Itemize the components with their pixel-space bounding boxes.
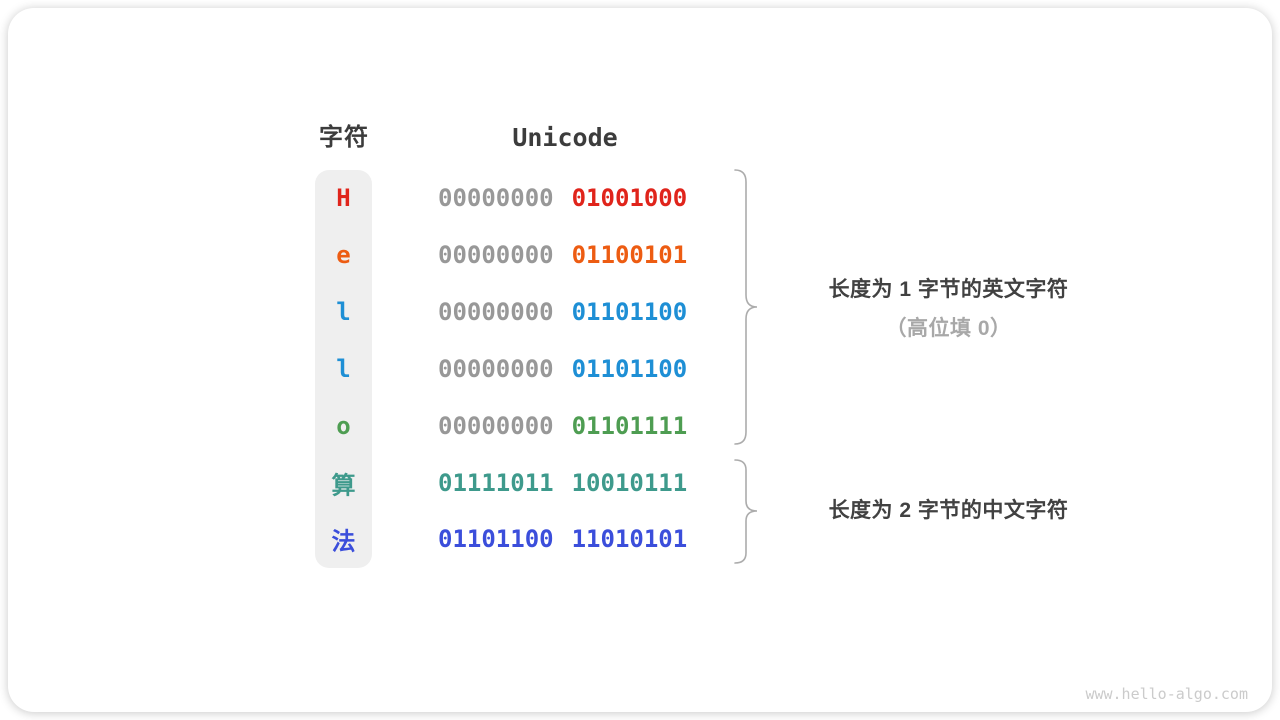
table-row: o 00000000 01101111 — [8, 397, 1272, 454]
unicode-binary: 00000000 01101100 — [438, 298, 687, 326]
byte-high: 00000000 — [438, 298, 554, 327]
watermark: www.hello-algo.com — [1085, 685, 1248, 703]
character-cell: 法 — [331, 527, 356, 556]
byte-high: 01111011 — [438, 468, 554, 497]
unicode-binary: 01111011 10010111 — [438, 469, 687, 497]
brace-chinese-group-icon — [734, 459, 758, 564]
character-cell: l — [336, 298, 351, 327]
byte-low: 11010101 — [571, 525, 688, 554]
unicode-binary: 00000000 01101100 — [438, 355, 687, 383]
byte-high: 00000000 — [438, 354, 554, 383]
table-row: l 00000000 01101100 — [8, 284, 1272, 341]
grouping-braces — [734, 169, 758, 564]
character-cell: o — [336, 411, 351, 440]
unicode-binary: 00000000 01100101 — [438, 241, 687, 269]
byte-low: 01101111 — [571, 411, 688, 440]
table-row: 法 01101100 11010101 — [8, 511, 1272, 568]
unicode-binary: 00000000 01001000 — [438, 184, 687, 212]
byte-low: 01100101 — [571, 241, 688, 270]
character-cell: e — [336, 241, 351, 270]
column-header-unicode: Unicode — [512, 123, 618, 152]
column-header-char: 字符 — [319, 124, 369, 151]
character-cell: l — [336, 354, 351, 383]
character-column-background — [315, 170, 372, 568]
byte-low: 01101100 — [571, 354, 688, 383]
unicode-binary: 01101100 11010101 — [438, 525, 687, 553]
byte-high: 00000000 — [438, 241, 554, 270]
byte-low: 01101100 — [571, 298, 688, 327]
encoding-table: H 00000000 01001000 e 00000000 01100101 l … — [8, 170, 1272, 568]
byte-low: 10010111 — [571, 468, 688, 497]
table-row: 算 01111011 10010111 — [8, 454, 1272, 511]
byte-high: 00000000 — [438, 184, 554, 213]
character-cell: 算 — [331, 471, 356, 500]
annotation-english-group: 长度为 1 字节的英文字符 （高位填 0） — [771, 273, 1126, 346]
annotation-english-line1: 长度为 1 字节的英文字符 — [828, 278, 1069, 301]
character-cell: H — [336, 184, 351, 213]
unicode-binary: 00000000 01101111 — [438, 412, 687, 440]
table-row: e 00000000 01100101 — [8, 227, 1272, 284]
annotation-chinese-line1: 长度为 2 字节的中文字符 — [828, 499, 1069, 522]
byte-high: 00000000 — [438, 411, 554, 440]
byte-high: 01101100 — [438, 525, 554, 554]
table-row: l 00000000 01101100 — [8, 341, 1272, 398]
annotation-chinese-group: 长度为 2 字节的中文字符 — [771, 494, 1126, 528]
annotation-english-line2: （高位填 0） — [885, 317, 1012, 340]
byte-low: 01001000 — [571, 184, 688, 213]
brace-english-group-icon — [734, 169, 758, 445]
table-row: H 00000000 01001000 — [8, 170, 1272, 227]
diagram-card: 字符 Unicode H 00000000 01001000 e 00000000… — [8, 8, 1272, 712]
